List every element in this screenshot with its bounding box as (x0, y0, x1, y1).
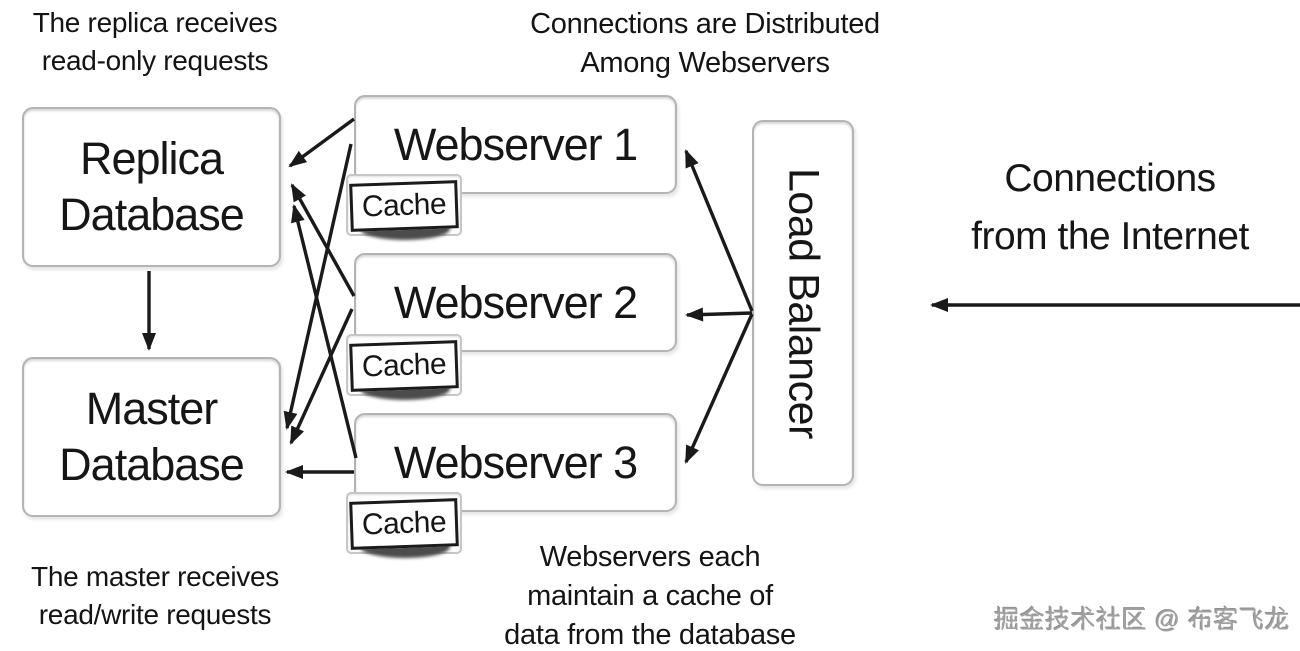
cache-explainer-line1: Webservers each (539, 541, 761, 573)
edge-webserver2-to-master_db (289, 308, 354, 445)
webserver3-label: Webserver 3 (393, 436, 638, 488)
edge-load_balancer-to-webserver2 (685, 307, 753, 322)
cache-note-webserver1: Cache (344, 174, 468, 260)
cache-note-webserver3: Cache (344, 492, 468, 578)
replica-database-label-line2: Database (59, 189, 245, 240)
cache-label: Cache (361, 347, 447, 384)
internet-note: Connections from the Internet (920, 150, 1300, 266)
webserver1-label: Webserver 1 (393, 118, 638, 170)
replica-database-label-line1: Replica (79, 133, 224, 184)
master-note-line2: read/write requests (38, 599, 272, 630)
cache-label: Cache (361, 187, 447, 224)
internet-note-line2: from the Internet (971, 215, 1249, 258)
edge-load_balancer-to-webserver1 (684, 149, 754, 312)
cache-label: Cache (361, 505, 447, 542)
edge-webserver1-to-master_db (283, 143, 353, 430)
replica-note: The replica receives read-only requests (0, 4, 310, 80)
webserver2-node: Webserver 2 (354, 253, 677, 352)
master-note-line1: The master receives (31, 561, 279, 592)
load-balancer-label: Load Balancer (779, 167, 828, 439)
replica-note-line2: read-only requests (41, 45, 269, 76)
cache-explainer-note: Webservers each maintain a cache of data… (455, 538, 845, 651)
master-database-label-line1: Master (85, 383, 219, 434)
cache-note-webserver2: Cache (344, 334, 468, 420)
edge-load_balancer-to-webserver3 (684, 313, 754, 464)
cache-box: Cache (349, 498, 459, 550)
load-balancer-node: Load Balancer (752, 120, 854, 486)
replica-note-line1: The replica receives (32, 7, 278, 38)
master-note: The master receives read/write requests (0, 558, 310, 634)
master-database-label-line2: Database (59, 439, 245, 490)
replica-database-label: Replica Database (59, 131, 245, 243)
edge-webserver1-to-replica_db (288, 117, 356, 168)
cache-explainer-line3: data from the database (504, 619, 796, 651)
distribution-note-line2: Among Webservers (580, 47, 830, 79)
internet-note-line1: Connections (1004, 157, 1216, 200)
cache-box: Cache (349, 180, 459, 232)
webserver2-label: Webserver 2 (393, 276, 638, 328)
master-database-node: Master Database (22, 357, 281, 517)
distribution-note-line1: Connections are Distributed (530, 8, 880, 40)
master-database-label: Master Database (59, 381, 245, 493)
distribution-note: Connections are Distributed Among Webser… (475, 5, 935, 83)
cache-explainer-line2: maintain a cache of (527, 580, 773, 612)
replica-database-node: Replica Database (22, 107, 281, 267)
watermark: 掘金技术社区 @ 布客飞龙 (994, 606, 1290, 634)
webserver1-node: Webserver 1 (354, 95, 677, 194)
cache-box: Cache (349, 340, 459, 392)
